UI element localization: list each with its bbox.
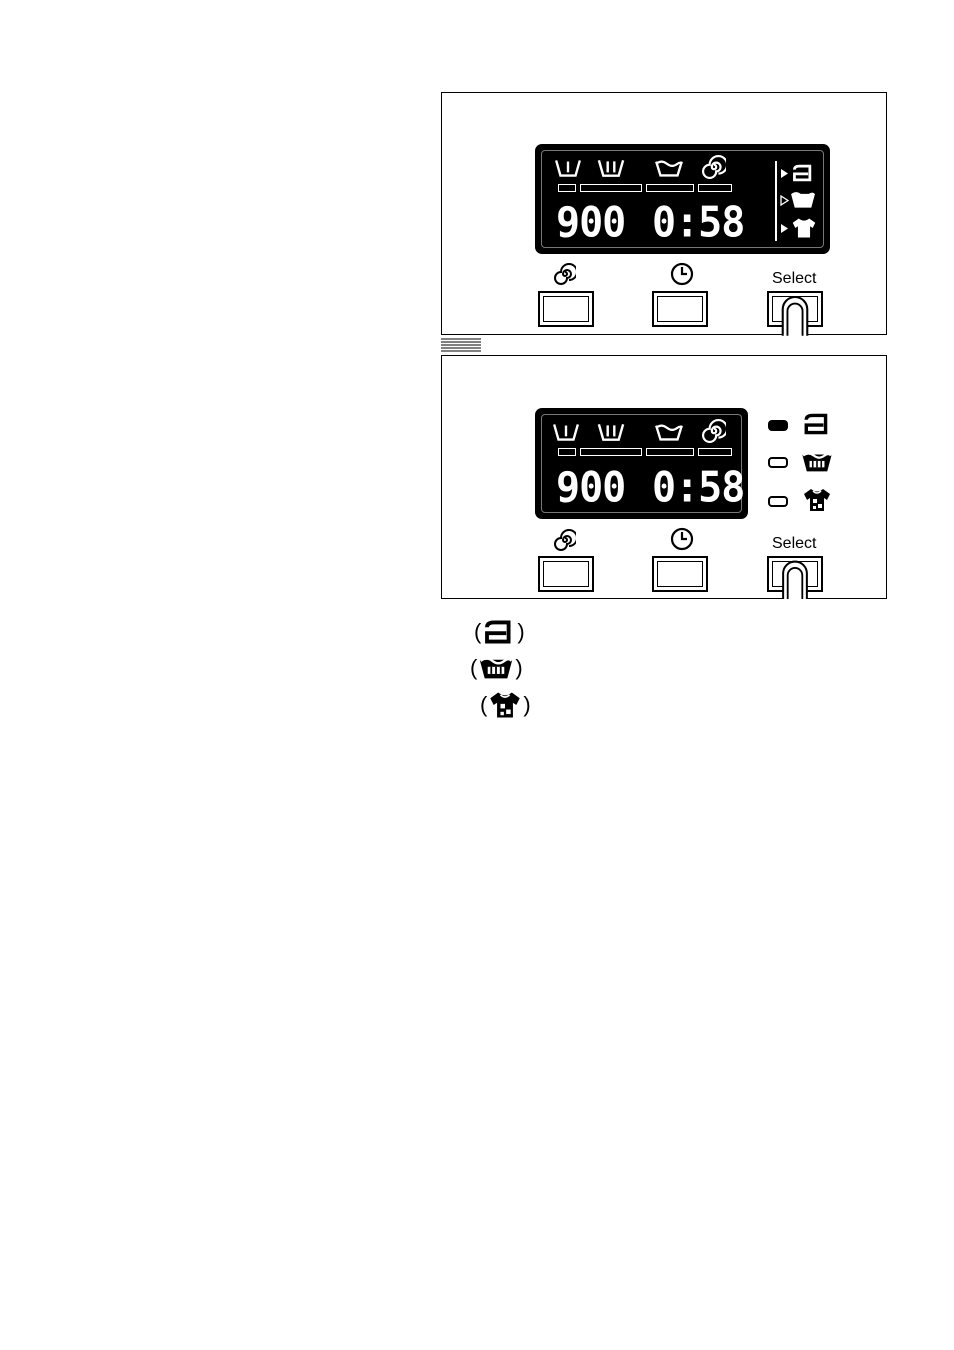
select-button-label: Select bbox=[772, 271, 816, 287]
spin-speed-readout: 900 bbox=[556, 467, 625, 509]
finger-press-icon bbox=[778, 292, 812, 336]
time-remaining-readout: 0:58 bbox=[652, 467, 744, 509]
progress-segment-mainwash bbox=[580, 184, 642, 192]
shirt-icon bbox=[791, 216, 817, 240]
marker-filled-arrow bbox=[780, 168, 789, 179]
spin-icon bbox=[702, 419, 726, 443]
control-panel-top: 900 0:58 Select bbox=[441, 92, 887, 335]
progress-segment-spin bbox=[698, 184, 732, 192]
panel-separator bbox=[441, 337, 483, 353]
lcd-display: 900 0:58 bbox=[536, 409, 747, 518]
lcd-display: 900 0:58 bbox=[536, 145, 829, 253]
progress-segment-prewash bbox=[558, 184, 576, 192]
spin-button[interactable] bbox=[538, 556, 594, 592]
select-button-label: Select bbox=[772, 536, 816, 552]
spin-icon bbox=[702, 155, 726, 179]
legend-item-wash-tub: ( ) bbox=[470, 655, 523, 681]
indicator-shirt bbox=[768, 496, 788, 507]
legend-paren-open: ( bbox=[470, 657, 477, 679]
rinse-icon bbox=[653, 157, 685, 179]
marker-filled-arrow bbox=[780, 223, 789, 234]
progress-segment-rinse bbox=[646, 184, 694, 192]
marker-outline-arrow bbox=[780, 195, 789, 206]
legend-paren-open: ( bbox=[474, 621, 481, 643]
prewash-icon bbox=[552, 421, 580, 443]
time-button[interactable] bbox=[652, 291, 708, 327]
option-divider bbox=[775, 161, 777, 241]
iron-icon bbox=[482, 620, 516, 644]
spin-speed-readout: 900 bbox=[556, 202, 625, 244]
finger-press-icon bbox=[778, 557, 812, 599]
legend-paren-close: ) bbox=[517, 621, 524, 643]
clock-icon bbox=[670, 262, 694, 286]
indicator-iron bbox=[768, 420, 788, 431]
wash-tub-icon bbox=[790, 190, 816, 210]
legend-item-iron: ( ) bbox=[474, 620, 525, 644]
progress-segment-spin bbox=[698, 448, 732, 456]
spin-icon bbox=[554, 529, 576, 551]
shirt-icon bbox=[802, 486, 832, 514]
progress-segment-prewash bbox=[558, 448, 576, 456]
time-remaining-readout: 0:58 bbox=[652, 202, 744, 244]
mainwash-icon bbox=[596, 157, 626, 179]
spin-icon bbox=[554, 263, 576, 285]
mainwash-icon bbox=[596, 421, 626, 443]
legend-paren-open: ( bbox=[480, 694, 487, 716]
spin-button[interactable] bbox=[538, 291, 594, 327]
rinse-icon bbox=[653, 421, 685, 443]
legend-paren-close: ) bbox=[515, 657, 522, 679]
indicator-wash-tub bbox=[768, 457, 788, 468]
iron-icon bbox=[791, 164, 815, 182]
control-panel-bottom: 900 0:58 Select bbox=[441, 355, 887, 599]
legend-item-shirt: ( ) bbox=[480, 690, 531, 720]
progress-segment-mainwash bbox=[580, 448, 642, 456]
legend-paren-close: ) bbox=[523, 694, 530, 716]
clock-icon bbox=[670, 527, 694, 551]
progress-segment-rinse bbox=[646, 448, 694, 456]
wash-tub-icon bbox=[478, 655, 514, 681]
wash-tub-icon bbox=[801, 450, 833, 474]
shirt-icon bbox=[488, 690, 522, 720]
time-button[interactable] bbox=[652, 556, 708, 592]
iron-icon bbox=[802, 413, 832, 435]
prewash-icon bbox=[554, 157, 582, 179]
